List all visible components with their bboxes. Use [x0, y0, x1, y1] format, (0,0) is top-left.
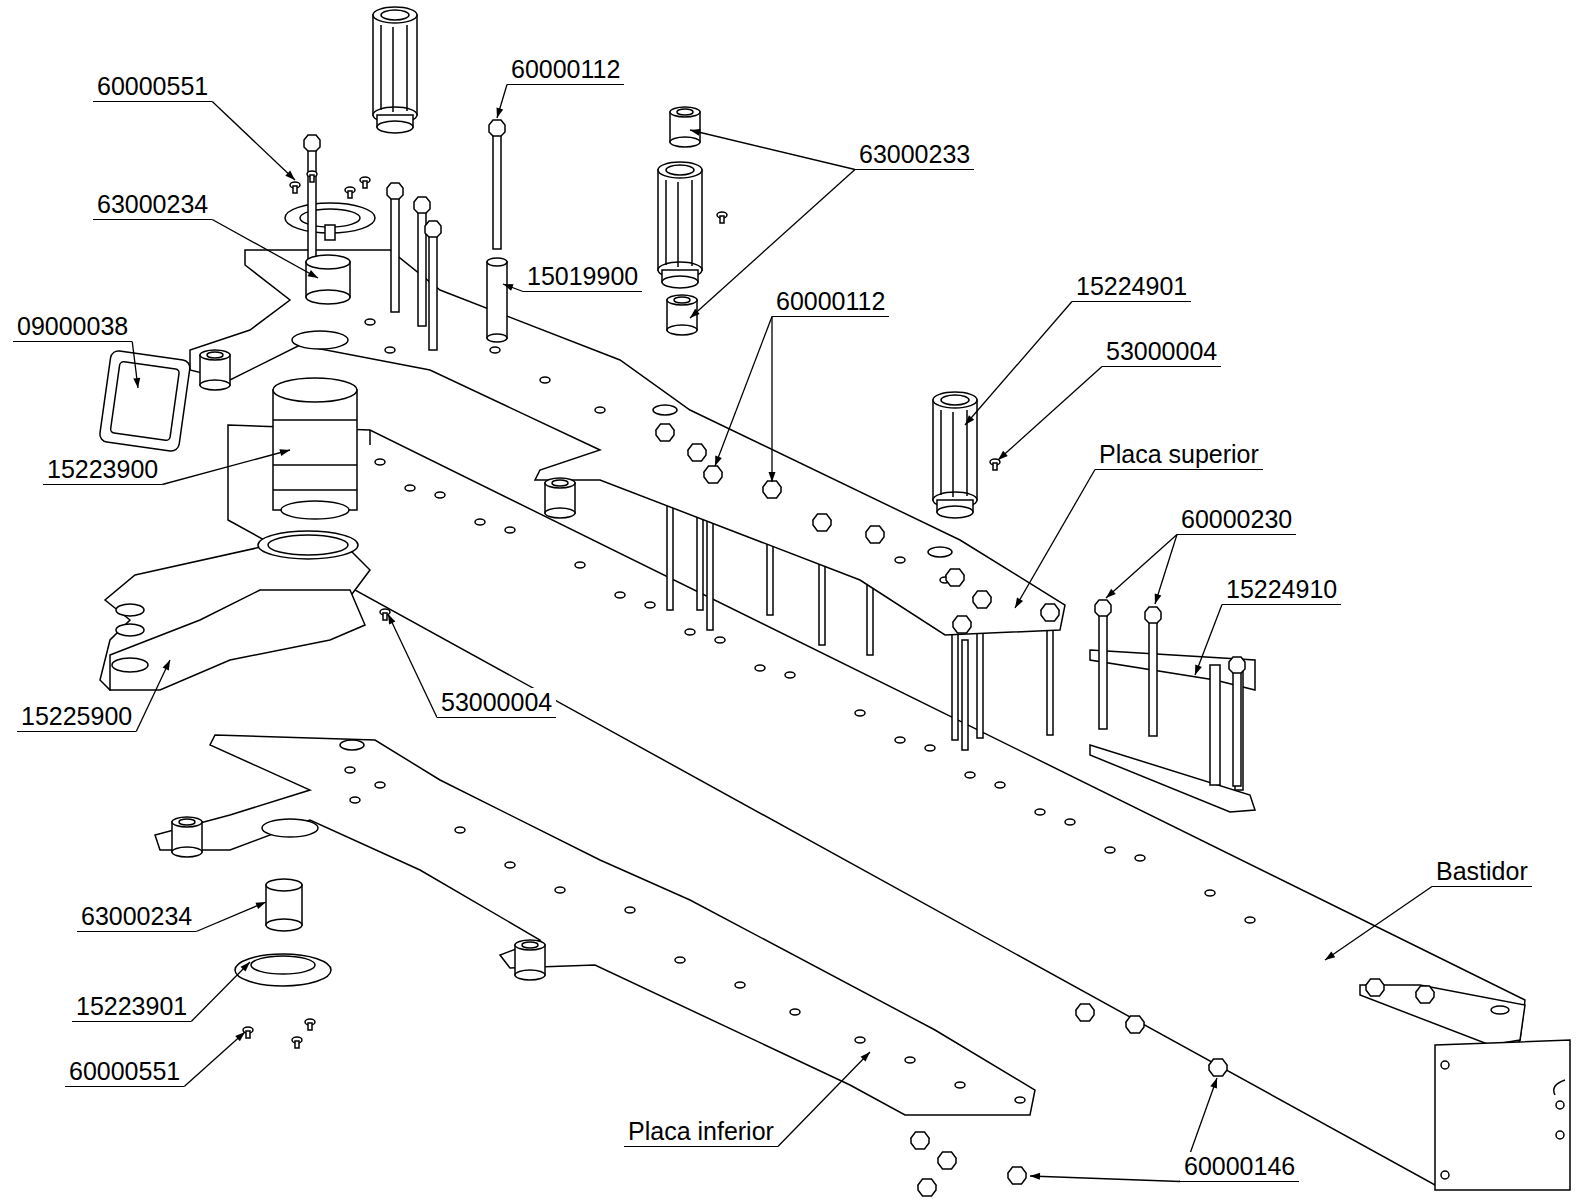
leader-arrowhead	[163, 660, 170, 671]
callout-number: 63000233	[855, 140, 974, 170]
callout-number: 09000038	[13, 312, 132, 342]
callout-number: 15224910	[1222, 575, 1341, 605]
leader-line	[1195, 605, 1222, 676]
leader-arrowhead	[690, 309, 700, 318]
leader-arrowhead	[240, 962, 250, 972]
leader-line	[1155, 535, 1177, 605]
callout-number: 15223901	[72, 992, 191, 1022]
leader-arrowhead	[861, 1052, 870, 1062]
leader-line	[388, 614, 437, 718]
callout-number: 60000551	[65, 1057, 184, 1087]
leader-line	[690, 130, 855, 170]
leader-arrowhead	[388, 614, 395, 625]
leader-arrowhead	[255, 902, 266, 909]
leader-arrowhead	[1325, 951, 1335, 960]
leader-arrowhead	[1106, 589, 1116, 598]
leader-arrowhead	[715, 455, 722, 466]
leader-arrowhead	[279, 449, 290, 456]
callout-number: 63000234	[93, 190, 212, 220]
leader-arrowhead	[769, 472, 776, 482]
leader-arrowhead	[285, 171, 295, 180]
part-name: Placa inferior	[624, 1117, 778, 1147]
leader-arrowhead	[1210, 1078, 1217, 1089]
part-name: Placa superior	[1095, 440, 1263, 470]
callout-number: 15019900	[523, 262, 642, 292]
leader-line	[715, 317, 772, 467]
leader-line	[998, 367, 1102, 461]
leader-arrowhead	[1015, 598, 1023, 608]
leader-arrowhead	[1195, 664, 1202, 675]
leader-line	[212, 102, 295, 181]
leader-arrowhead	[998, 451, 1008, 460]
leader-line	[212, 220, 318, 279]
leader-line	[778, 1052, 870, 1147]
leader-line	[184, 1032, 245, 1087]
leader-arrowhead	[133, 378, 140, 388]
callout-number: 60000551	[93, 72, 212, 102]
callout-number: 60000112	[772, 287, 889, 317]
leader-line	[965, 302, 1072, 426]
callout-number: 60000112	[507, 55, 624, 85]
leader-arrowhead	[497, 107, 504, 118]
callout-number: 53000004	[437, 688, 556, 718]
leader-line	[162, 450, 290, 485]
callout-number: 60000146	[1180, 1152, 1299, 1182]
leader-arrowhead	[1155, 593, 1162, 604]
callout-number: 63000234	[77, 902, 196, 932]
leader-line	[497, 85, 507, 119]
leader-arrowhead	[965, 415, 974, 425]
leader-line	[1325, 887, 1432, 961]
callout-number: 53000004	[1102, 337, 1221, 367]
leader-arrowhead	[503, 284, 514, 291]
leader-arrowhead	[1030, 1173, 1040, 1180]
leader-line	[503, 284, 523, 292]
leader-arrowhead	[308, 270, 318, 278]
leader-arrowhead	[235, 1032, 245, 1041]
leader-line	[1015, 470, 1095, 609]
callout-number: 15225900	[17, 702, 136, 732]
leader-line	[136, 660, 170, 732]
leader-line	[1030, 1176, 1180, 1182]
leader-line	[771, 317, 772, 483]
part-name: Bastidor	[1432, 857, 1532, 887]
leader-arrowhead	[690, 129, 701, 136]
leader-line	[196, 902, 266, 932]
callout-number: 15223900	[43, 455, 162, 485]
callout-number: 60000230	[1177, 505, 1296, 535]
leader-line	[191, 962, 250, 1022]
callout-number: 15224901	[1072, 272, 1191, 302]
